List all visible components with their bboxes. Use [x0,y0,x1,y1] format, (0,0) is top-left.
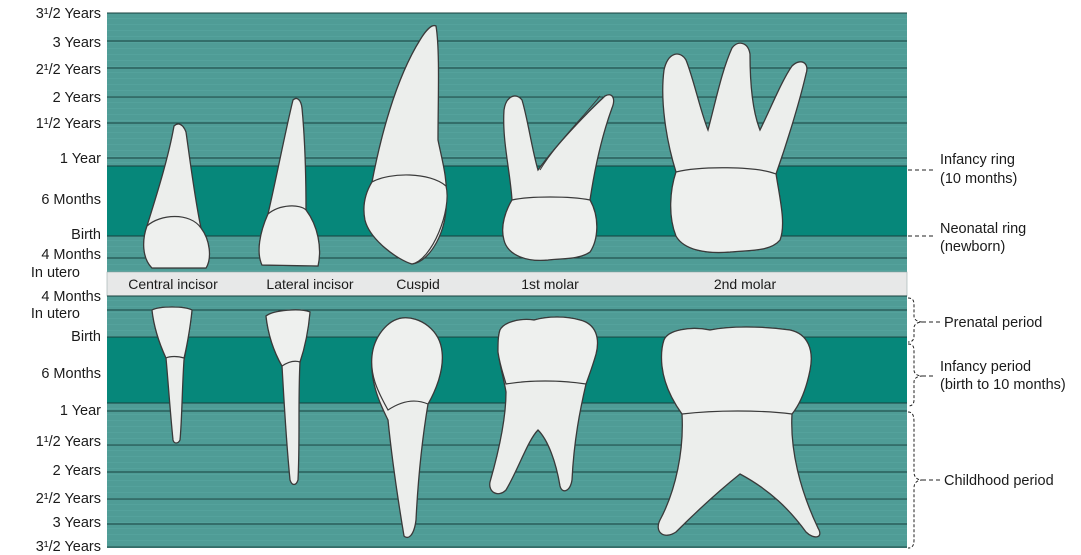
age-labels-bottom: 4 Months In utero Birth 6 Months 1 Year … [31,289,101,555]
age-label: In utero [31,306,80,322]
infancy-ring-label: Infancy ring [940,152,1015,168]
age-label: 3¹/2 Years [36,6,101,22]
age-label: 2 Years [53,90,101,106]
age-label: 4 Months [41,247,101,263]
age-label: 3 Years [53,35,101,51]
prenatal-period-label: Prenatal period [944,315,1042,331]
age-label: 1 Year [60,151,101,167]
age-label: 4 Months [41,289,101,305]
age-label: 3 Years [53,515,101,531]
infancy-ring-sub: (10 months) [940,171,1017,187]
age-label: 2¹/2 Years [36,62,101,78]
age-label: Birth [71,227,101,243]
age-label: 2¹/2 Years [36,491,101,507]
age-label: 1¹/2 Years [36,116,101,132]
tooth-name-second-molar: 2nd molar [714,276,777,292]
right-annotations: Infancy ring (10 months) Neonatal ring (… [908,152,1066,548]
infancy-period-label: Infancy period [940,359,1031,375]
age-label: 3¹/2 Years [36,539,101,555]
infancy-period-sub: (birth to 10 months) [940,377,1066,393]
tooth-name-lateral-incisor: Lateral incisor [266,276,353,292]
panel-gap [107,272,907,296]
age-label: 2 Years [53,463,101,479]
neonatal-ring-sub: (newborn) [940,239,1005,255]
neonatal-ring-label: Neonatal ring [940,221,1026,237]
age-label: Birth [71,329,101,345]
childhood-period-label: Childhood period [944,473,1054,489]
age-label: 1¹/2 Years [36,434,101,450]
tooth-name-first-molar: 1st molar [521,276,579,292]
age-label: 6 Months [41,192,101,208]
age-label: 1 Year [60,403,101,419]
age-label: In utero [31,265,80,281]
age-labels-top: 3¹/2 Years 3 Years 2¹/2 Years 2 Years 1¹… [31,6,101,281]
tooth-name-cuspid: Cuspid [396,276,440,292]
tooth-name-central-incisor: Central incisor [128,276,218,292]
age-label: 6 Months [41,366,101,382]
